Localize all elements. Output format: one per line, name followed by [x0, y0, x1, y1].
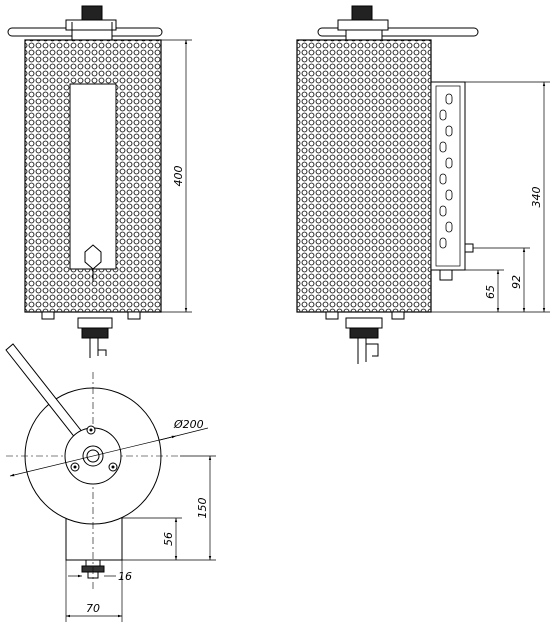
side-view: 340 92 65: [296, 5, 550, 364]
top-diameter-label: Ø200: [173, 418, 204, 431]
side-bottom-height-label: 65: [484, 285, 497, 299]
side-panel-height-label: 340: [530, 187, 543, 208]
front-window: [69, 83, 117, 282]
top-outlet-label: 16: [118, 570, 132, 583]
top-diameter-dimension: Ø200: [9, 418, 209, 477]
top-box-depth-dimension: 56: [122, 517, 182, 560]
top-offset-label: 150: [196, 498, 209, 519]
side-perforated-body: [296, 39, 432, 313]
top-box-depth-label: 56: [162, 532, 175, 546]
side-bottom-dimension: 65: [452, 269, 504, 312]
front-top-cap: [65, 5, 117, 41]
side-pipe-height-label: 92: [510, 275, 523, 289]
side-control-panel: [430, 81, 474, 281]
front-view: 400: [7, 5, 192, 358]
side-top-cap: [337, 5, 389, 41]
front-height-label: 400: [172, 166, 185, 187]
side-pipe-dimension: 92: [473, 247, 530, 312]
top-box-width-dimension: 70: [65, 560, 123, 622]
front-bottom-fittings: [41, 311, 141, 358]
top-offset-dimension: 150: [122, 455, 216, 561]
front-height-dimension: 400: [161, 39, 192, 313]
side-panel-dimension: 340: [431, 81, 550, 313]
top-outlet-dimension: 16: [68, 570, 132, 583]
top-view: Ø200 150 56 16 70: [5, 343, 216, 622]
top-box-width-label: 70: [86, 602, 100, 615]
panel-slots: [439, 93, 453, 249]
side-bottom-fittings: [325, 311, 405, 364]
